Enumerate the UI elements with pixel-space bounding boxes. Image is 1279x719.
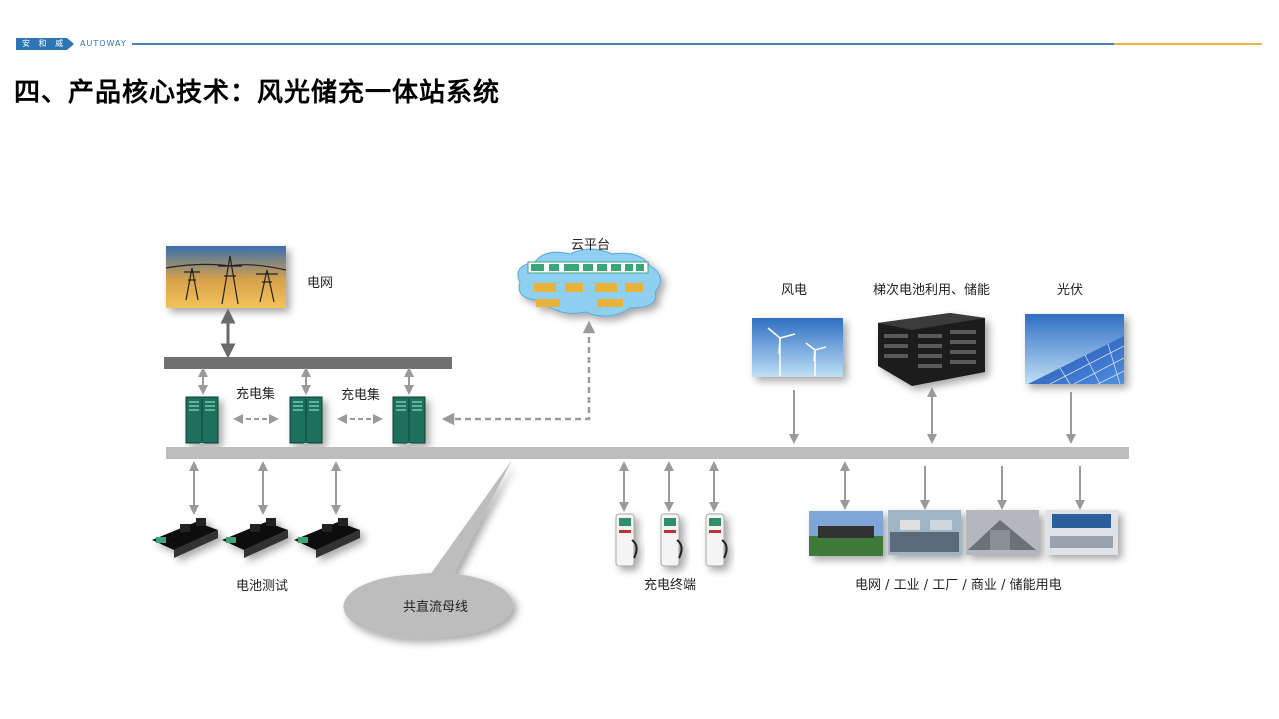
power-grid-image: [165, 246, 287, 308]
charging-cabinet: [185, 396, 219, 444]
battery-test-unit: [294, 518, 360, 558]
grid-connection-bar: [164, 357, 452, 369]
load-commercial-photo: [1045, 510, 1118, 555]
cloud-platform-label: 云平台: [571, 238, 611, 253]
brand-logo-tab: 安 和 威: [16, 38, 74, 50]
charging-terminal: [615, 513, 638, 567]
cloud-platform-graphic: [517, 248, 661, 317]
page-title: 四、产品核心技术：风光储充一体站系统: [14, 78, 501, 108]
wind-power-label: 风电: [781, 283, 808, 298]
charging-terminal: [705, 513, 728, 567]
dc-bus-bar: [166, 447, 1129, 459]
load-industry-photo: [888, 510, 961, 555]
storage-label: 梯次电池利用、储能: [873, 283, 991, 298]
storage-battery-image: [878, 313, 985, 386]
charging-cabinet: [392, 396, 426, 444]
load-grid-photo: [809, 511, 883, 556]
header-rule-accent: [1114, 43, 1262, 45]
loads-label: 电网 / 工业 / 工厂 / 商业 / 储能用电: [855, 578, 1062, 593]
dc-bus-callout: [343, 460, 513, 639]
battery-test-label: 电池测试: [236, 579, 289, 594]
charging-hub-label-1: 充电集: [236, 387, 276, 402]
charging-hub-label-2: 充电集: [341, 388, 381, 403]
battery-test-unit: [222, 518, 288, 558]
brand-name-en: AUTOWAY: [80, 39, 127, 48]
power-grid-label: 电网: [307, 276, 334, 291]
dc-bus-label: 共直流母线: [403, 600, 469, 615]
battery-test-unit: [152, 518, 218, 558]
header-rule: [132, 43, 1114, 45]
load-factory-photo: [966, 510, 1039, 555]
wind-power-image: [752, 318, 843, 377]
solar-pv-label: 光伏: [1057, 283, 1084, 298]
solar-pv-image: [1025, 314, 1125, 385]
charging-terminal-label: 充电终端: [644, 578, 697, 593]
charging-cabinet: [289, 396, 323, 444]
charging-terminal: [660, 513, 683, 567]
